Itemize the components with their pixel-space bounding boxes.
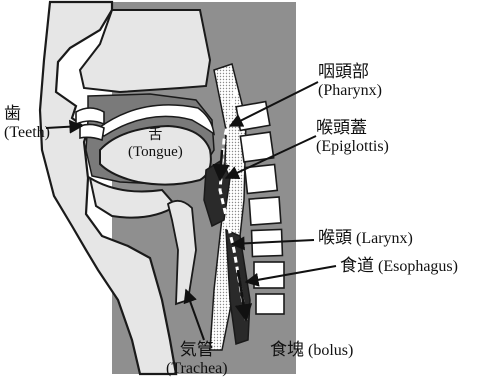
trachea-label: 気管 (Trachea) — [166, 340, 228, 378]
bolus-label-en: (bolus) — [308, 342, 353, 359]
epiglottis-label-en: (Epiglottis) — [316, 138, 389, 156]
tongue-label-en: (Tongue) — [128, 144, 183, 161]
epiglottis-label-jp: 喉頭蓋 — [316, 118, 389, 138]
bolus-label-jp: 食塊 — [270, 340, 304, 359]
trachea-label-jp: 気管 — [166, 340, 228, 360]
esophagus-label: 食道 (Esophagus) — [340, 256, 458, 276]
teeth-label: 歯 (Teeth) — [4, 104, 50, 142]
tongue-label-jp: 舌 — [128, 128, 183, 144]
larynx-label-en: (Larynx) — [356, 230, 413, 247]
larynx-label: 喉頭 (Larynx) — [318, 228, 413, 248]
larynx-label-jp: 喉頭 — [318, 228, 352, 247]
bolus-label: 食塊 (bolus) — [270, 340, 353, 360]
pharynx-label-jp: 咽頭部 — [318, 62, 382, 82]
pharynx-label-en: (Pharynx) — [318, 82, 382, 100]
esophagus-label-jp: 食道 — [340, 256, 374, 275]
tongue-label: 舌 (Tongue) — [128, 128, 183, 161]
teeth-label-en: (Teeth) — [4, 124, 50, 142]
esophagus-label-en: (Esophagus) — [378, 258, 458, 275]
teeth-label-jp: 歯 — [4, 104, 50, 124]
epiglottis-label: 喉頭蓋 (Epiglottis) — [316, 118, 389, 156]
pharynx-label: 咽頭部 (Pharynx) — [318, 62, 382, 100]
trachea-label-en: (Trachea) — [166, 360, 228, 378]
